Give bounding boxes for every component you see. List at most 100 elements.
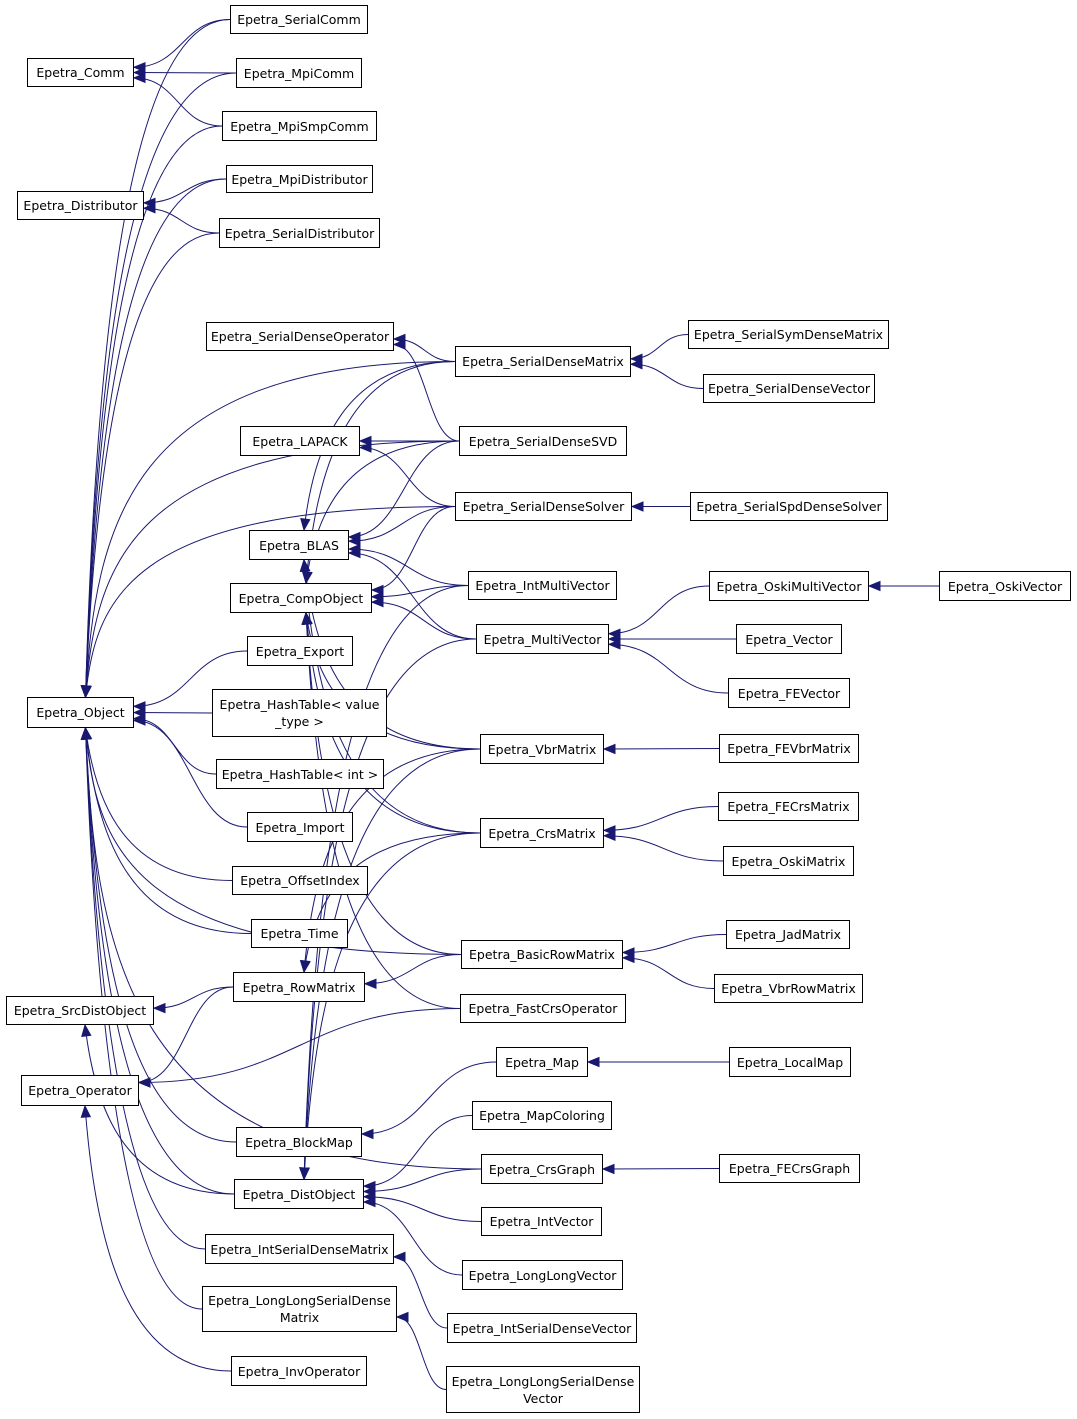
class-node-llsdv[interactable]: Epetra_LongLongSerialDense Vector xyxy=(446,1366,640,1413)
inheritance-edge-serialcomm-to-object xyxy=(85,19,231,698)
class-node-mapcoloring[interactable]: Epetra_MapColoring xyxy=(472,1101,612,1130)
inheritance-edge-fastcrs-to-operator xyxy=(138,1008,461,1083)
class-node-jad[interactable]: Epetra_JadMatrix xyxy=(726,920,850,949)
inheritance-edge-mpismpcomm-to-object xyxy=(85,125,223,698)
class-node-spdsolver[interactable]: Epetra_SerialSpdDenseSolver xyxy=(690,492,888,521)
class-node-oskimv[interactable]: Epetra_OskiMultiVector xyxy=(709,571,869,601)
class-node-fevector[interactable]: Epetra_FEVector xyxy=(728,678,850,708)
inheritance-edge-intmv-to-blas xyxy=(348,548,469,586)
class-node-sdsvd[interactable]: Epetra_SerialDenseSVD xyxy=(459,426,627,456)
class-node-hashint[interactable]: Epetra_HashTable< int > xyxy=(216,759,384,789)
class-node-fevbr[interactable]: Epetra_FEVbrMatrix xyxy=(719,734,859,763)
arrowhead-intsdm xyxy=(392,1251,406,1263)
class-node-fastcrs[interactable]: Epetra_FastCrsOperator xyxy=(460,994,626,1023)
class-node-localmap[interactable]: Epetra_LocalMap xyxy=(729,1047,851,1077)
class-node-distributor[interactable]: Epetra_Distributor xyxy=(17,191,144,220)
class-node-vbrrow[interactable]: Epetra_VbrRowMatrix xyxy=(714,974,863,1003)
class-node-crsmatrix[interactable]: Epetra_CrsMatrix xyxy=(480,818,604,848)
class-node-basicrow[interactable]: Epetra_BasicRowMatrix xyxy=(461,940,623,969)
class-node-mpicomm[interactable]: Epetra_MpiComm xyxy=(236,58,362,88)
class-node-fecrsgraph[interactable]: Epetra_FECrsGraph xyxy=(719,1154,860,1183)
arrowhead-basicrow xyxy=(621,952,635,964)
class-node-distobject[interactable]: Epetra_DistObject xyxy=(234,1179,364,1209)
class-node-sdsym[interactable]: Epetra_SerialSymDenseMatrix xyxy=(688,320,889,349)
inheritance-edge-mpidistributor-to-distributor xyxy=(143,178,227,204)
class-node-sdop[interactable]: Epetra_SerialDenseOperator xyxy=(206,322,394,351)
class-node-map[interactable]: Epetra_Map xyxy=(496,1047,588,1077)
inheritance-edge-intvector-to-distobject xyxy=(363,1196,482,1222)
inheritance-edge-multivector-to-distobject xyxy=(303,638,477,1180)
class-node-export[interactable]: Epetra_Export xyxy=(247,636,353,666)
inheritance-edge-sdsolver-to-lapack xyxy=(359,447,456,507)
inheritance-edge-map-to-blockmap xyxy=(361,1061,497,1135)
class-node-operator[interactable]: Epetra_Operator xyxy=(21,1075,139,1106)
class-node-serialcomm[interactable]: Epetra_SerialComm xyxy=(230,5,368,34)
arrowhead-sdsolver xyxy=(630,501,644,512)
class-node-offsetindex[interactable]: Epetra_OffsetIndex xyxy=(232,866,368,895)
arrowhead-blas xyxy=(347,547,361,559)
class-node-object[interactable]: Epetra_Object xyxy=(27,697,134,728)
class-node-serialdistributor[interactable]: Epetra_SerialDistributor xyxy=(219,218,380,248)
class-node-fecrs[interactable]: Epetra_FECrsMatrix xyxy=(718,792,859,821)
class-node-llvector[interactable]: Epetra_LongLongVector xyxy=(462,1260,623,1290)
class-node-blockmap[interactable]: Epetra_BlockMap xyxy=(236,1127,362,1157)
class-node-mpismpcomm[interactable]: Epetra_MpiSmpComm xyxy=(222,111,377,141)
class-node-hashvalue[interactable]: Epetra_HashTable< value _type > xyxy=(212,689,387,737)
inheritance-edge-sdsolver-to-blas xyxy=(348,506,456,542)
inheritance-edge-fecrs-to-crsmatrix xyxy=(603,806,719,831)
class-node-srcdist[interactable]: Epetra_SrcDistObject xyxy=(6,996,154,1025)
class-node-vector[interactable]: Epetra_Vector xyxy=(736,624,842,654)
class-node-lapack[interactable]: Epetra_LAPACK xyxy=(240,426,360,456)
class-node-crsgraph[interactable]: Epetra_CrsGraph xyxy=(481,1154,603,1184)
inheritance-edge-fastcrs-to-compobject xyxy=(305,612,461,1009)
inheritance-edge-intmv-to-compobject xyxy=(371,585,469,598)
arrowhead-map xyxy=(586,1056,600,1068)
arrowhead-multivector xyxy=(607,639,621,650)
inheritance-edge-sdsvd-to-sdop xyxy=(393,344,460,442)
arrowhead-rowmatrix xyxy=(300,959,311,974)
inheritance-edge-distobject-to-srcdist xyxy=(84,1024,235,1195)
arrowhead-compobject xyxy=(370,596,384,608)
inheritance-edge-rowmatrix-to-srcdist xyxy=(153,986,234,1009)
class-node-compobject[interactable]: Epetra_CompObject xyxy=(230,583,372,613)
class-node-intsdv[interactable]: Epetra_IntSerialDenseVector xyxy=(447,1313,637,1343)
arrowhead-vbrmatrix xyxy=(602,743,616,755)
class-node-sdsolver[interactable]: Epetra_SerialDenseSolver xyxy=(455,492,632,521)
class-node-invoperator[interactable]: Epetra_InvOperator xyxy=(231,1356,367,1386)
class-node-comm[interactable]: Epetra_Comm xyxy=(27,58,134,87)
class-node-multivector[interactable]: Epetra_MultiVector xyxy=(476,624,609,654)
class-node-llsdm[interactable]: Epetra_LongLongSerialDense Matrix xyxy=(202,1286,397,1332)
class-node-sdvector[interactable]: Epetra_SerialDenseVector xyxy=(703,374,875,403)
class-node-intvector[interactable]: Epetra_IntVector xyxy=(481,1207,602,1236)
class-node-import[interactable]: Epetra_Import xyxy=(247,812,353,842)
arrowhead-object xyxy=(132,715,146,726)
arrowhead-distobject xyxy=(299,1167,310,1181)
class-node-blas[interactable]: Epetra_BLAS xyxy=(249,530,349,560)
inheritance-edge-rowmatrix-to-operator xyxy=(138,986,234,1083)
inheritance-edge-import-to-object xyxy=(133,720,248,828)
inheritance-edge-mapcoloring-to-distobject xyxy=(363,1115,473,1187)
arrowhead-compobject xyxy=(370,584,384,596)
class-node-oskimatrix[interactable]: Epetra_OskiMatrix xyxy=(723,846,854,876)
arrowhead-object xyxy=(81,726,92,740)
arrowhead-srcdist xyxy=(152,1002,166,1014)
class-node-vbrmatrix[interactable]: Epetra_VbrMatrix xyxy=(480,734,604,764)
class-node-rowmatrix[interactable]: Epetra_RowMatrix xyxy=(233,972,365,1002)
class-node-oskivector[interactable]: Epetra_OskiVector xyxy=(939,571,1071,601)
inheritance-edge-export-to-object xyxy=(133,650,248,707)
class-node-time[interactable]: Epetra_Time xyxy=(251,919,348,948)
class-node-intsdm[interactable]: Epetra_IntSerialDenseMatrix xyxy=(205,1234,394,1264)
inheritance-edge-fevector-to-multivector xyxy=(608,643,729,694)
inheritance-edge-sdsolver-to-compobject xyxy=(371,506,456,591)
class-node-mpidistributor[interactable]: Epetra_MpiDistributor xyxy=(226,165,373,193)
inheritance-edge-crsmatrix-to-rowmatrix xyxy=(303,832,481,973)
inheritance-edge-mpismpcomm-to-comm xyxy=(133,77,223,127)
arrowhead-object xyxy=(132,701,146,712)
inheritance-edge-basicrow-to-object xyxy=(85,727,462,955)
arrowhead-distributor xyxy=(142,203,156,214)
inheritance-edge-vbrrow-to-basicrow xyxy=(622,957,715,989)
inheritance-edge-mpicomm-to-object xyxy=(85,72,237,698)
inheritance-edge-basicrow-to-rowmatrix xyxy=(364,954,462,985)
class-node-intmv[interactable]: Epetra_IntMultiVector xyxy=(468,571,617,600)
class-node-sdmatrix[interactable]: Epetra_SerialDenseMatrix xyxy=(455,346,631,377)
